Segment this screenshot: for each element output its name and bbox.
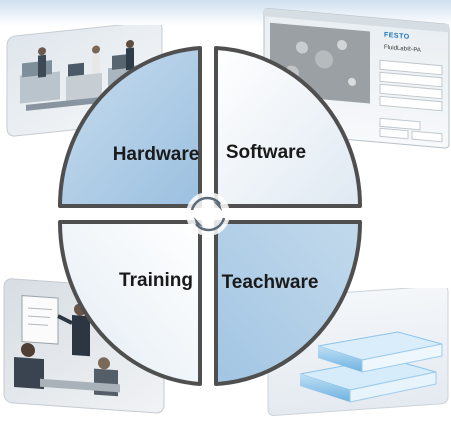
label-training: Training: [119, 270, 193, 291]
product-name: FluidLab®-PA: [384, 44, 421, 54]
label-teachware: Teachware: [222, 272, 319, 293]
quadrant-software: [214, 46, 363, 208]
software-branding: FESTO FluidLab®-PA: [384, 32, 421, 54]
quadrant-training: [57, 220, 202, 386]
label-hardware: Hardware: [113, 144, 200, 165]
festo-logo: FESTO: [384, 32, 410, 41]
quadrant-hardware: [57, 46, 202, 208]
label-software: Software: [226, 142, 306, 163]
quadrant-teachware: [214, 220, 363, 386]
quadrant-circle: Hardware Software Training Teachware: [57, 46, 363, 386]
circular-arrows-icon: [186, 192, 230, 236]
